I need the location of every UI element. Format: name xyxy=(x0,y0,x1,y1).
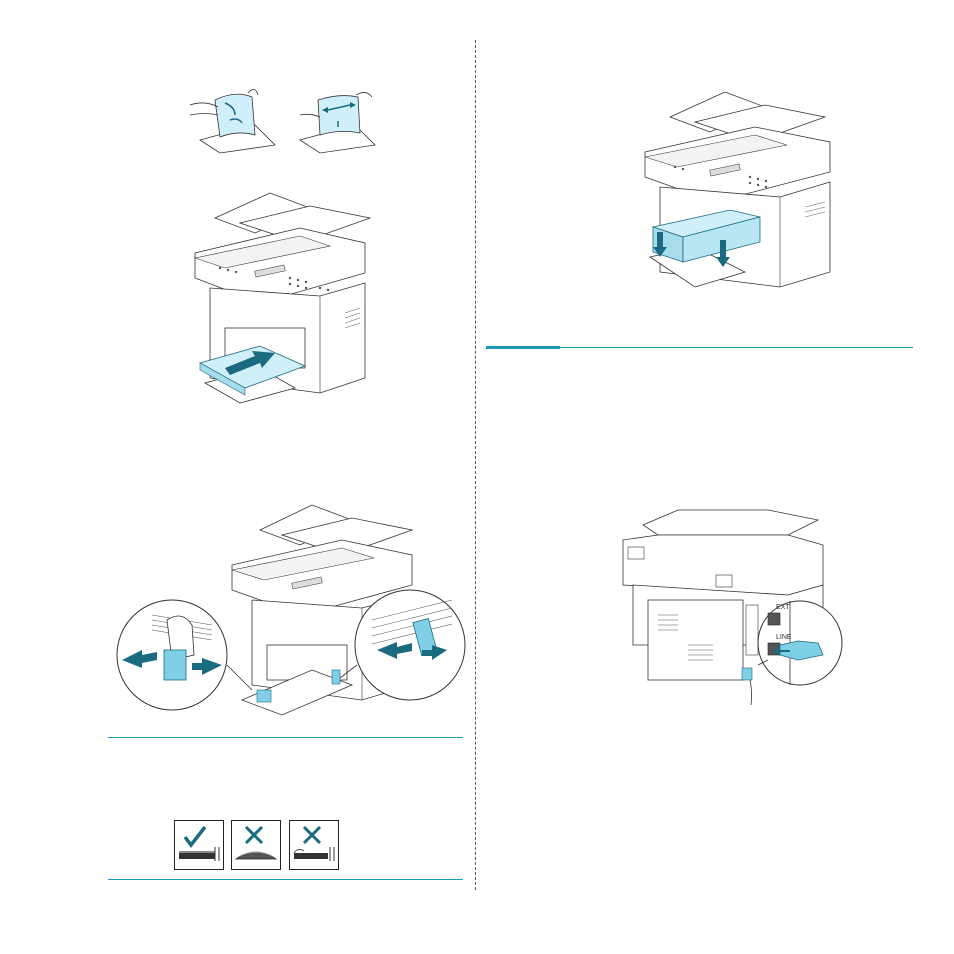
attach-tray-cover-illustration xyxy=(635,92,840,292)
line-port-label: LINE xyxy=(776,634,792,641)
section-accent-bar xyxy=(486,346,560,349)
ext-port-label: EXT xyxy=(776,604,790,611)
check-icon xyxy=(185,827,205,845)
column-divider xyxy=(475,40,476,890)
adjust-paper-guides-illustration xyxy=(112,500,472,725)
paper-correct-example xyxy=(174,820,224,870)
fan-paper-stack-illustration xyxy=(180,85,380,155)
telephone-line-connection-illustration: EXT LINE xyxy=(618,505,848,715)
cross-icon xyxy=(246,827,262,843)
paper-bent-example xyxy=(289,820,339,870)
cross-icon xyxy=(304,827,320,843)
load-paper-tray-illustration xyxy=(180,188,380,408)
section-rule xyxy=(560,347,913,348)
paper-curled-example xyxy=(231,820,281,870)
note-bottom-rule xyxy=(108,879,463,880)
note-top-rule xyxy=(108,737,463,738)
